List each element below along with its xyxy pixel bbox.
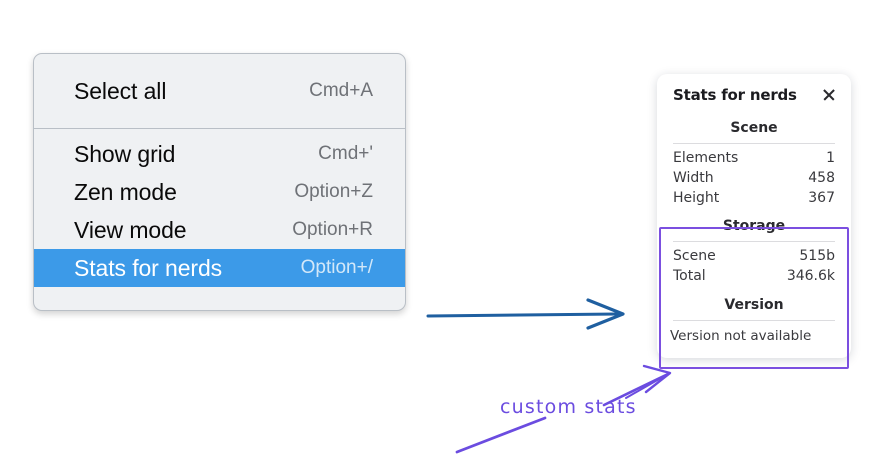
menu-item-show-grid[interactable]: Show grid Cmd+' [34,135,405,173]
scene-section-rule [673,143,835,144]
stat-key: Height [673,190,720,206]
menu-section-1: Select all Cmd+A [34,54,405,128]
stat-value: 1 [826,150,835,166]
scene-section-heading: Scene [730,120,778,136]
stat-row-storage-scene: Scene 515b [657,246,851,266]
custom-stats-annotation-label: custom stats [500,396,637,418]
menu-item-shortcut: Cmd+' [318,143,373,164]
menu-item-label: Show grid [74,140,176,167]
stat-value: 367 [808,190,835,206]
version-section-rule [673,320,835,321]
menu-item-label: View mode [74,216,187,243]
menu-item-shortcut: Cmd+A [309,80,373,101]
stats-panel-title: Stats for nerds [673,86,797,104]
storage-section-rule [673,241,835,242]
stats-panel-header: Stats for nerds [657,86,851,104]
menu-divider [34,128,405,129]
stat-row-elements: Elements 1 [657,148,851,168]
stat-key: Elements [673,150,739,166]
menu-section-2: Show grid Cmd+' Zen mode Option+Z View m… [34,129,405,293]
menu-item-view-mode[interactable]: View mode Option+R [34,211,405,249]
menu-item-label: Zen mode [74,178,177,205]
menu-item-shortcut: Option+R [292,219,373,240]
version-value: Version not available [670,328,812,344]
menu-item-label: Stats for nerds [74,254,223,281]
version-section-heading: Version [724,297,784,313]
storage-section-heading: Storage [722,218,786,234]
stats-panel-body: Scene Elements 1 Width 458 Height 367 St… [657,118,851,369]
stat-row-height: Height 367 [657,188,851,208]
context-menu[interactable]: Select all Cmd+A Show grid Cmd+' Zen mod… [33,53,406,311]
blue-arrow [426,298,625,330]
stats-for-nerds-panel: Stats for nerds Scene Elements 1 Width 4… [657,74,851,369]
close-icon[interactable] [821,87,837,103]
menu-item-stats-for-nerds[interactable]: Stats for nerds Option+/ [34,249,405,287]
menu-item-shortcut: Option+/ [300,257,373,278]
stat-value: 515b [799,248,835,264]
menu-footer-spacer [34,293,405,310]
menu-item-zen-mode[interactable]: Zen mode Option+Z [34,173,405,211]
purple-underline-stroke [455,416,547,454]
stat-value: 346.6k [786,268,835,284]
menu-item-label: Select all [74,77,167,104]
menu-item-shortcut: Option+Z [294,181,373,202]
stat-key: Total [673,268,706,284]
stat-row-storage-total: Total 346.6k [657,266,851,286]
stat-key: Scene [673,248,716,264]
stat-value: 458 [808,170,835,186]
menu-item-select-all[interactable]: Select all Cmd+A [34,72,405,110]
stat-key: Width [673,170,714,186]
stat-row-width: Width 458 [657,168,851,188]
